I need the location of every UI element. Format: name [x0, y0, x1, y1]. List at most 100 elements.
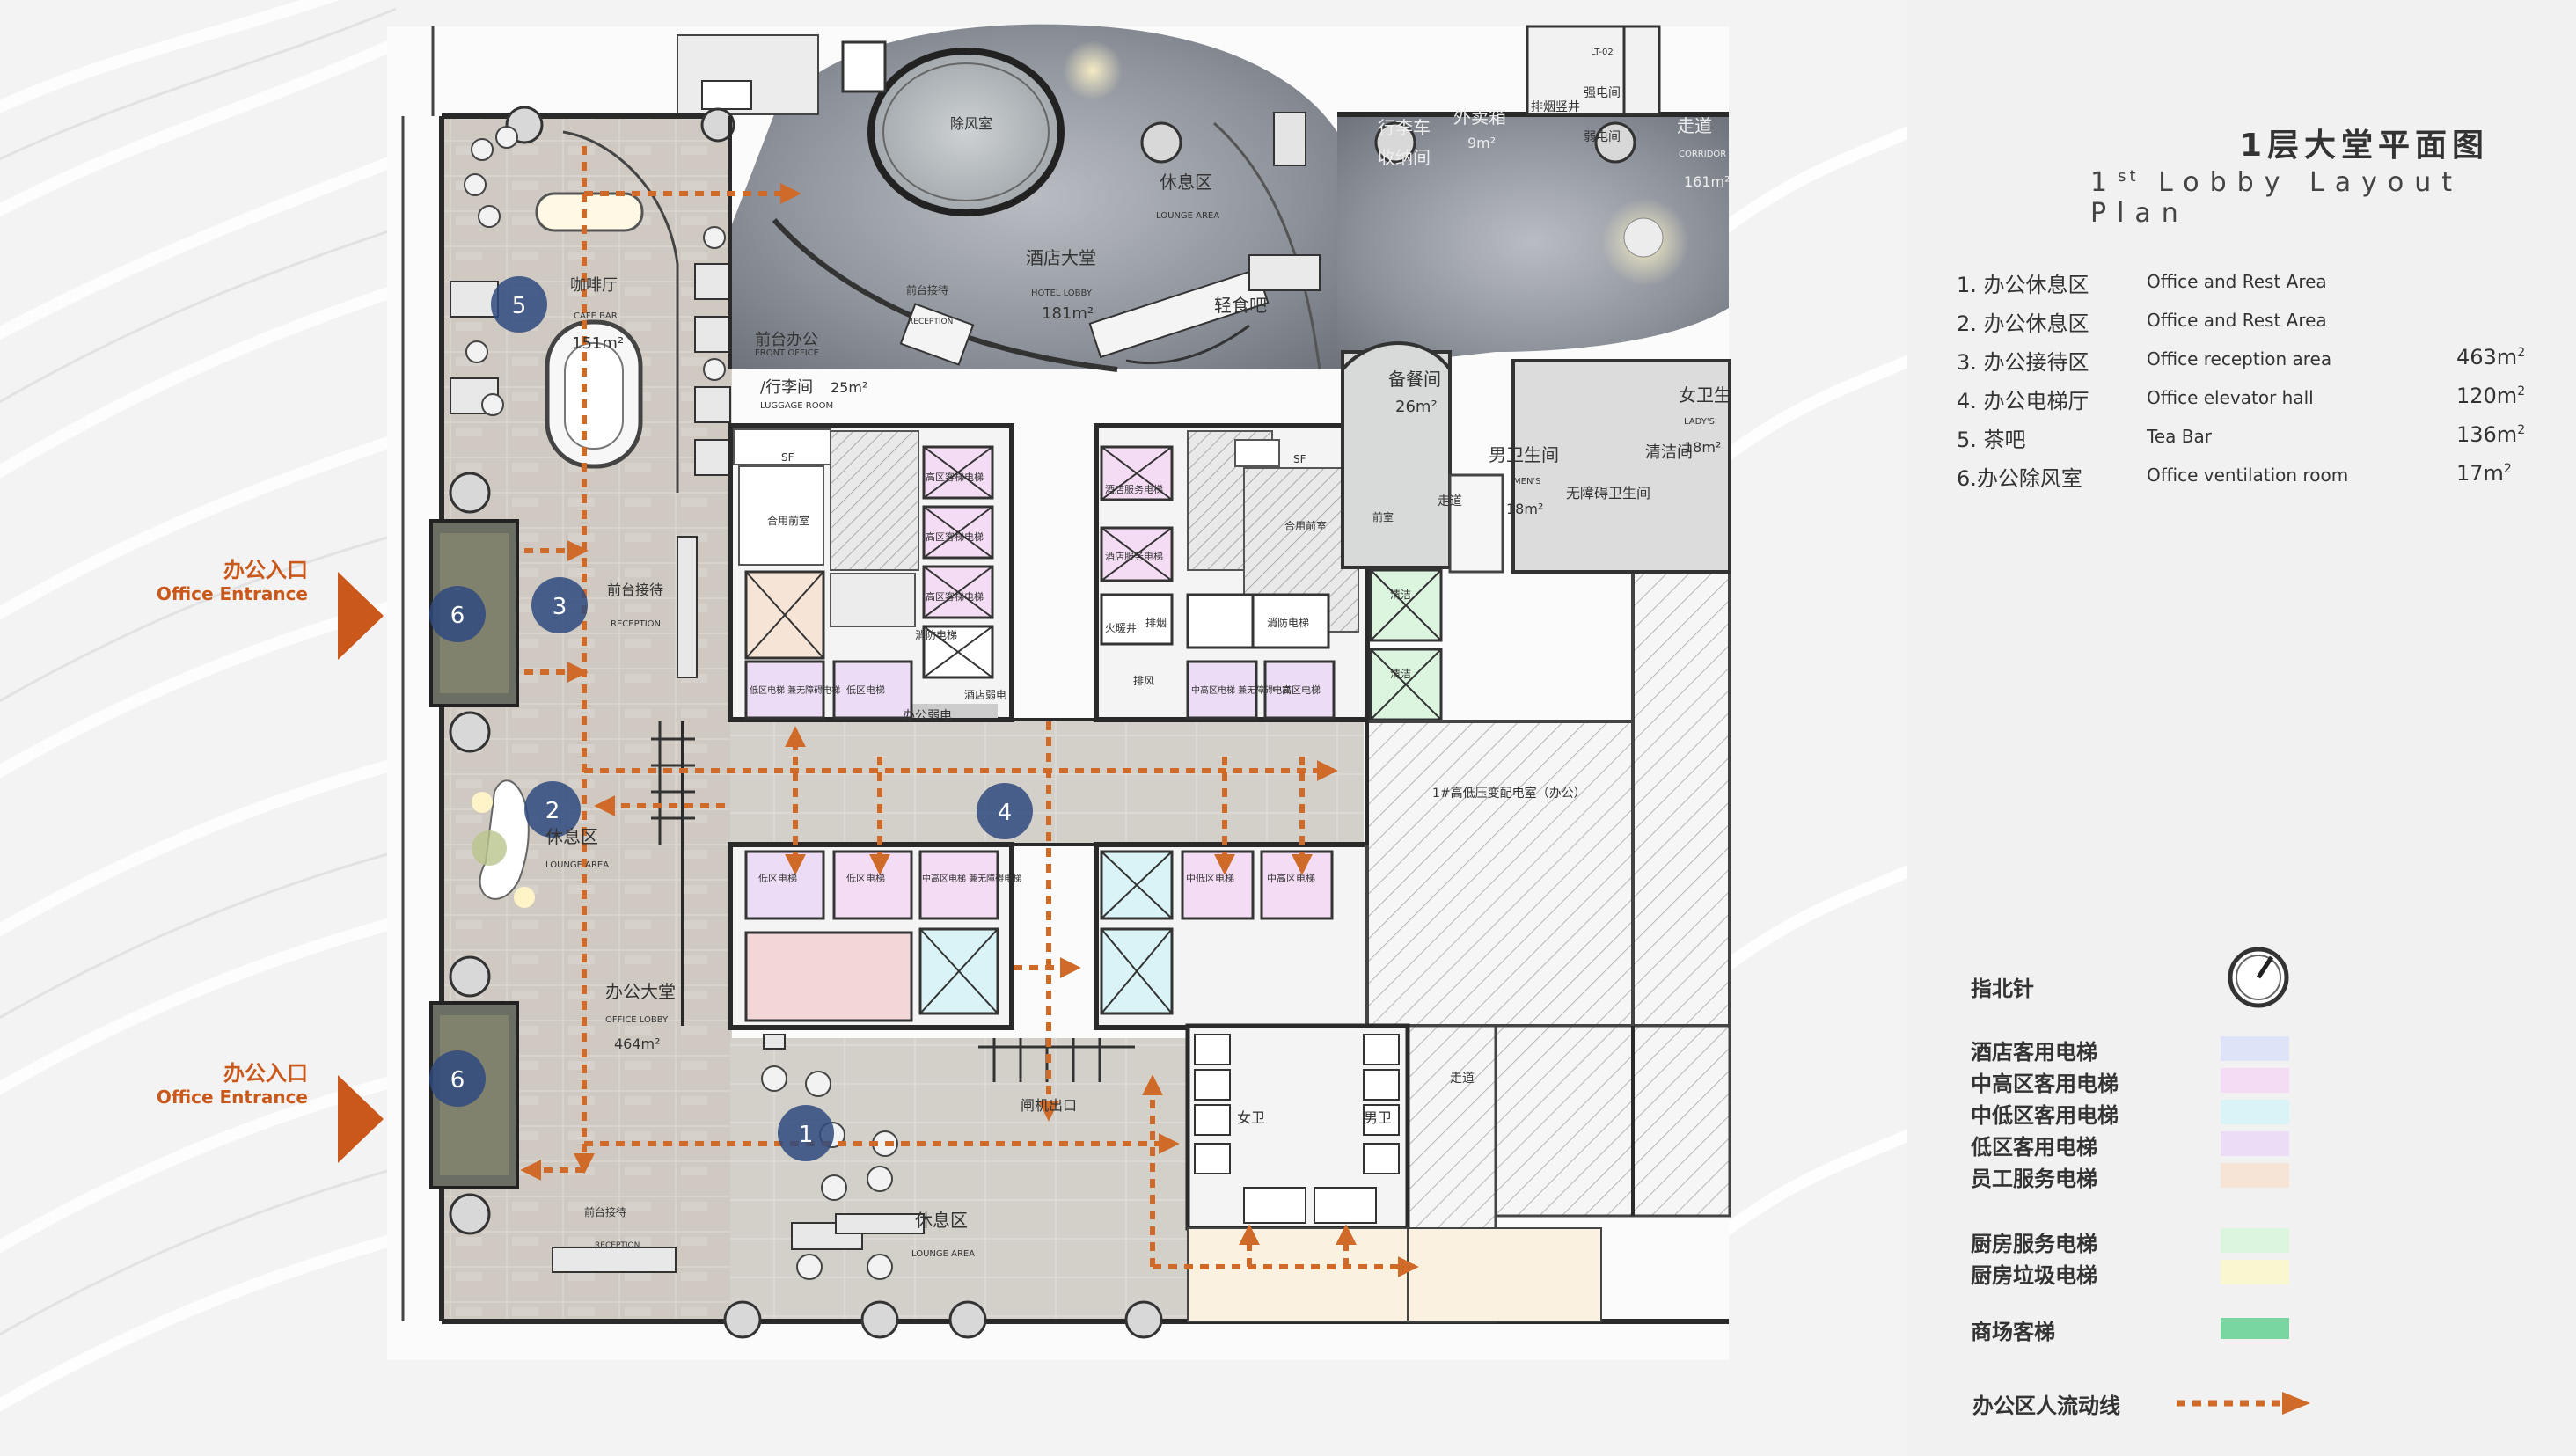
accessible-label: 无障碍卫生间 — [1566, 485, 1650, 501]
marker-5: 5 — [491, 276, 547, 333]
legend-item-kitchen-elevator: 厨房服务电梯 — [1971, 1226, 2358, 1256]
shared-front-right-label: 合用前室 — [1284, 519, 1327, 532]
corridor-label-en: CORRIDOR — [1679, 150, 1726, 159]
hotel-elec-label: 酒店弱电 — [964, 689, 1006, 701]
mens-wc-label: 男卫生间 — [1489, 444, 1559, 465]
shared-front-left-label: 合用前室 — [767, 514, 809, 527]
luggage-label-en: LUGGAGE ROOM — [760, 401, 833, 411]
legend-swatch — [2221, 1163, 2289, 1188]
office-lobby-label-en: OFFICE LOBBY — [605, 1015, 669, 1025]
smoke-label: 排烟 — [1145, 617, 1167, 629]
compass-icon — [2228, 947, 2289, 1008]
rest-top-label: 休息区 — [1160, 172, 1212, 193]
legend-item-kitchen-garbage-elevator: 厨房垃圾电梯 — [1971, 1258, 2358, 1288]
luggage-label: /行李间 — [760, 378, 813, 397]
elev-low-bottom-label: 低区电梯 — [758, 873, 797, 884]
elev-mid-bottom-label: 中高区电梯 — [1267, 872, 1315, 884]
legend-swatch — [2221, 1318, 2289, 1339]
elec-room-label: 强电间 — [1584, 86, 1621, 100]
legend-swatch — [2221, 1036, 2289, 1061]
compass-label: 指北针 — [1971, 977, 2034, 1001]
legend-item-hotel-elevator: 酒店客用电梯 — [1971, 1035, 2358, 1065]
corridor-area: 161m² — [1684, 173, 1731, 190]
flow-legend-label: 办公区人流动线 — [1972, 1394, 2120, 1418]
office-entrance-top: 办公入口 Office Entrance — [132, 552, 308, 604]
office-entrance-bottom-en: Office Entrance — [156, 1087, 308, 1108]
reception-top-label: 前台接待 — [906, 283, 948, 296]
weak-room-label: 弱电间 — [1584, 130, 1621, 144]
sf-right-label: SF — [1293, 453, 1306, 465]
office-entrance-bottom: 办公入口 Office Entrance — [132, 1056, 308, 1108]
office-entrance-top-en: Office Entrance — [156, 583, 308, 604]
smoke-well-label: 排烟竖井 — [1531, 100, 1580, 114]
gate-label: 闸机出口 — [1021, 1097, 1077, 1114]
elev-hi-3-label: 高区客梯电梯 — [926, 590, 984, 603]
legend-item-mall-elevator: 商场客梯 — [1971, 1314, 2358, 1344]
marker-6-bottom: 6 — [429, 1050, 486, 1107]
legend-swatch — [2221, 1068, 2289, 1093]
corridor2-label: 走道 — [1450, 1072, 1475, 1086]
legend-item-staff-elevator: 员工服务电梯 — [1971, 1161, 2358, 1191]
mens-wc-area: 18m² — [1506, 501, 1543, 517]
flow-arrow-icon — [2177, 1392, 2310, 1415]
office-reception-label: 前台接待 — [607, 582, 663, 598]
fire-well-label: 火暖井 — [1105, 622, 1137, 634]
transformer-label: 1#高低压变配电室（办公） — [1432, 786, 1586, 801]
elev-mid-acc-bottom-label: 中高区电梯 兼无障碍电梯 — [922, 873, 1021, 884]
backup-dining-label: 备餐间 — [1388, 369, 1441, 390]
takeaway-area: 9m² — [1467, 135, 1496, 151]
svg-text:3: 3 — [553, 594, 567, 620]
takeaway-label: 外卖箱 — [1453, 106, 1506, 128]
legend-item-mid-low-elevator: 中低区客用电梯 — [1971, 1098, 2358, 1128]
legend-item-mid-high-elevator: 中高区客用电梯 — [1971, 1066, 2358, 1096]
bottom-lounge-label: 休息区 — [915, 1210, 968, 1231]
mens-wc-label-en: MEN'S — [1513, 477, 1541, 487]
elev-hotel-label: 酒店服务电梯 — [1105, 483, 1163, 495]
elev-kitchen-label: 清洁 — [1390, 589, 1411, 601]
elev-low-acc-label: 低区电梯 兼无障碍电梯 — [750, 684, 840, 696]
legend-swatch — [2221, 1100, 2289, 1124]
front-office-label-en: FRONT OFFICE — [755, 348, 819, 358]
office-lobby-label: 办公大堂 — [605, 981, 676, 1002]
marker-3: 3 — [531, 577, 588, 633]
reception-top-label-en: RECEPTION — [908, 318, 953, 326]
ladies-wc-area: 18m² — [1684, 439, 1721, 456]
office-elec-label: 办公弱电 — [903, 709, 952, 723]
hotel-lobby-area: 181m² — [1042, 304, 1094, 323]
male-wc-label: 男卫 — [1364, 1109, 1392, 1126]
fire-elev-left-label: 消防电梯 — [915, 628, 957, 641]
marker-4: 4 — [977, 783, 1033, 839]
entrance-arrow-bottom-icon — [338, 1075, 384, 1163]
cafe-label-en: CAFE BAR — [574, 311, 618, 321]
luggage-cart-label: 行李车 — [1378, 117, 1431, 138]
office-reception-label-en: RECEPTION — [611, 619, 661, 629]
backup-dining-area: 26m² — [1395, 398, 1438, 416]
office-lounge-label-en: LOUNGE AREA — [545, 860, 609, 870]
fire-elev-right-label: 消防电梯 — [1267, 616, 1309, 629]
female-wc-label: 女卫 — [1237, 1109, 1265, 1126]
elev-hi-1-label: 高区客梯电梯 — [926, 471, 984, 483]
cleaning-label: 清洁间 — [1645, 443, 1693, 462]
svg-text:6: 6 — [450, 603, 465, 629]
wind-room-label: 除风室 — [950, 115, 992, 132]
elev-low-bottom2-label: 低区电梯 — [846, 873, 885, 884]
marker-1: 1 — [778, 1105, 834, 1161]
office-lounge-label: 休息区 — [545, 826, 598, 847]
elev-hi-2-label: 高区客梯电梯 — [926, 530, 984, 543]
front-office-label: 前台办公 — [755, 331, 818, 349]
light-meal-label: 轻食吧 — [1214, 295, 1267, 316]
luggage-area: 25m² — [831, 379, 867, 396]
svg-text:1: 1 — [799, 1122, 814, 1148]
legend-swatch — [2221, 1228, 2289, 1253]
legend-panel — [1907, 0, 2576, 1456]
exhaust-label: 排风 — [1133, 675, 1154, 687]
marker-6-top: 6 — [429, 586, 486, 642]
bottom-lounge-label-en: LOUNGE AREA — [911, 1249, 975, 1259]
marker-2: 2 — [524, 781, 581, 838]
page-title-cn: 1层大堂平面图 — [2240, 128, 2490, 164]
ladies-wc-label-en: LADY'S — [1684, 417, 1715, 427]
svg-text:6: 6 — [450, 1067, 465, 1094]
